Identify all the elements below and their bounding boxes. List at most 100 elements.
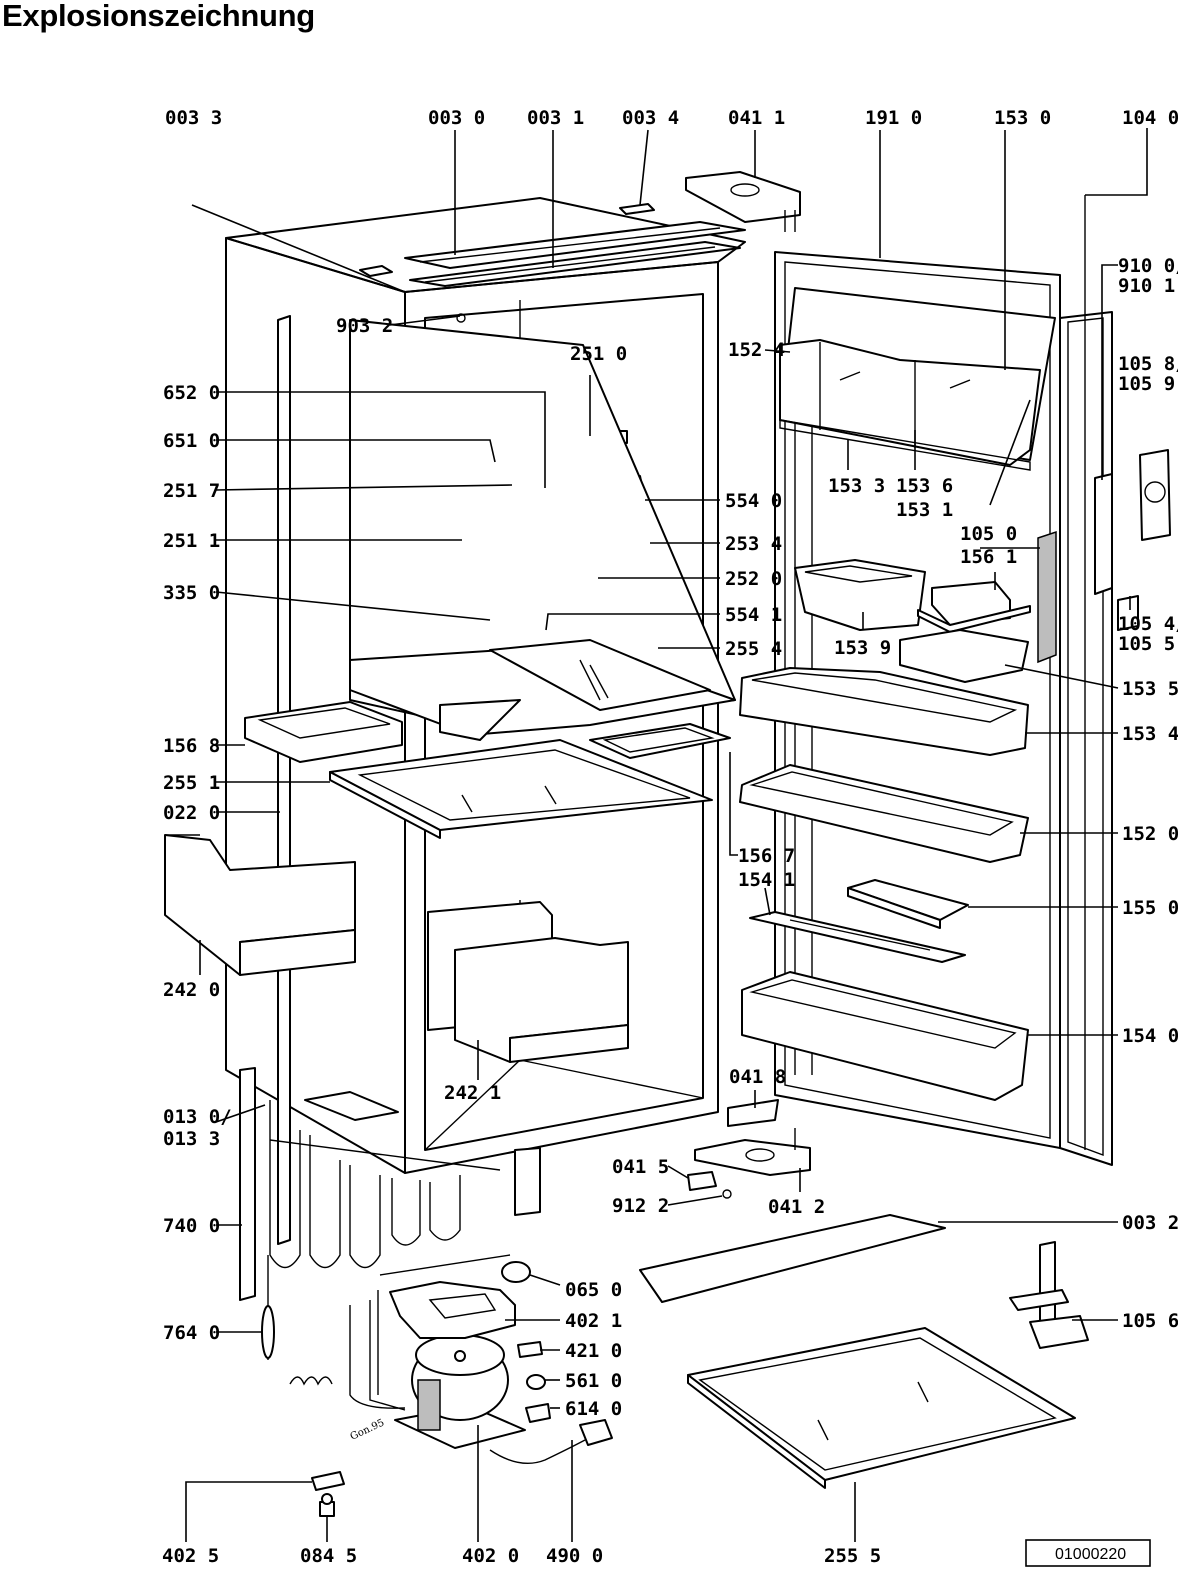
label-1550: 155 0 <box>1122 897 1178 919</box>
crisper-242-0 <box>164 834 356 976</box>
label-1050: 105 0 <box>960 523 1017 545</box>
compressor-402-0 <box>394 1334 526 1449</box>
label-2534: 253 4 <box>725 533 782 555</box>
label-6520: 652 0 <box>163 382 220 404</box>
label-4025: 402 5 <box>162 1545 219 1567</box>
label-6140: 614 0 <box>565 1398 622 1420</box>
label-0220: 022 0 <box>163 802 220 824</box>
label-1056: 105 6 <box>1122 1310 1178 1332</box>
label-2420: 242 0 <box>163 979 220 1001</box>
label-4210: 421 0 <box>565 1340 622 1362</box>
label-9101: 910 1 <box>1118 275 1175 297</box>
box-153-9 <box>794 559 926 631</box>
bar-154-1 <box>749 911 966 963</box>
tubes <box>349 1254 511 1411</box>
bottom-hinge <box>687 1099 811 1199</box>
label-1531: 153 1 <box>896 499 953 521</box>
label-0650: 065 0 <box>565 1279 622 1301</box>
label-1910: 191 0 <box>865 107 922 129</box>
box-153-5 <box>899 629 1029 683</box>
label-1520: 152 0 <box>1122 823 1178 845</box>
label-1530: 153 0 <box>994 107 1051 129</box>
rear-strip <box>277 315 291 1245</box>
label-1536: 153 6 <box>896 475 953 497</box>
label-4020: 402 0 <box>462 1545 519 1567</box>
label-0130: 013 0/ <box>163 1106 232 1128</box>
document-number-box: 01000220 <box>1025 1539 1151 1567</box>
top-hinge <box>685 171 801 232</box>
label-1540: 154 0 <box>1122 1025 1178 1047</box>
door-shelf-153-4 <box>739 667 1029 756</box>
page-title: Explosionszeichnung <box>2 0 315 33</box>
label-0034: 003 4 <box>622 107 679 129</box>
document-number: 01000220 <box>1055 1546 1126 1563</box>
label-1541: 154 1 <box>738 869 795 891</box>
probe-764-0 <box>261 1255 333 1386</box>
label-0412: 041 2 <box>768 1196 825 1218</box>
label-2555: 255 5 <box>824 1545 881 1567</box>
label-1568: 156 8 <box>163 735 220 757</box>
label-2511: 251 1 <box>163 530 220 552</box>
parts-402-5-084-5 <box>311 1471 345 1517</box>
label-0033: 003 3 <box>165 107 222 129</box>
bracket-402-1 <box>389 1281 516 1339</box>
label-1524: 152 4 <box>728 339 785 361</box>
label-1059: 105 9 <box>1118 373 1175 395</box>
bracket-105-6 <box>1009 1241 1089 1349</box>
label-7640: 764 0 <box>163 1322 220 1344</box>
label-4900: 490 0 <box>546 1545 603 1567</box>
signature: Gon.95 <box>349 1417 387 1442</box>
tray-156-7 <box>589 723 731 759</box>
label-1058: 105 8/ <box>1118 353 1178 375</box>
label-1539: 153 9 <box>834 637 891 659</box>
label-0032: 003 2 <box>1122 1212 1178 1234</box>
label-1054: 105 4/ <box>1118 613 1178 635</box>
power-cable-490-0 <box>489 1419 613 1464</box>
door-compartment-153-0 <box>779 287 1056 471</box>
egg-tray-155-0 <box>847 879 969 929</box>
label-3350: 335 0 <box>163 582 220 604</box>
label-2554: 255 4 <box>725 638 782 660</box>
label-6510: 651 0 <box>163 430 220 452</box>
label-9122: 912 2 <box>612 1195 669 1217</box>
label-1535: 153 5 <box>1122 678 1178 700</box>
kick-plate-003-2 <box>639 1214 946 1303</box>
condenser <box>239 1067 541 1301</box>
label-0415: 041 5 <box>612 1156 669 1178</box>
label-0418: 041 8 <box>729 1066 786 1088</box>
label-9032: 903 2 <box>336 315 393 337</box>
top-cover-strips <box>404 203 746 287</box>
part-065-0 <box>501 1261 531 1283</box>
hinge-mechanism-910 <box>1094 473 1113 595</box>
label-0030: 003 0 <box>428 107 485 129</box>
label-2551: 255 1 <box>163 772 220 794</box>
door-shelf-152-0 <box>739 764 1029 863</box>
label-2520: 252 0 <box>725 568 782 590</box>
glass-shelf-255-1 <box>329 739 713 839</box>
part-labels: 003 3 003 0 003 1 003 4 041 1 191 0 153 … <box>162 107 1178 1567</box>
label-5540: 554 0 <box>725 490 782 512</box>
label-9100: 910 0/ <box>1118 255 1178 277</box>
label-0845: 084 5 <box>300 1545 357 1567</box>
door-shelf-154-0 <box>741 971 1029 1101</box>
label-7400: 740 0 <box>163 1215 220 1237</box>
label-1040: 104 0 <box>1122 107 1178 129</box>
label-1561: 156 1 <box>960 546 1017 568</box>
butter-156-1 <box>917 581 1031 633</box>
small-parts-compressor <box>517 1341 551 1423</box>
label-5610: 561 0 <box>565 1370 622 1392</box>
small-tray-156-8 <box>244 701 403 763</box>
latch-105-8 <box>1139 449 1171 541</box>
label-2421: 242 1 <box>444 1082 501 1104</box>
label-2510: 251 0 <box>570 343 627 365</box>
upper-shelf <box>349 639 736 741</box>
label-0031: 003 1 <box>527 107 584 129</box>
label-4021: 402 1 <box>565 1310 622 1332</box>
leader-lines <box>185 128 1148 1542</box>
label-0411: 041 1 <box>728 107 785 129</box>
label-2517: 251 7 <box>163 480 220 502</box>
latch-105-4 <box>1117 595 1139 631</box>
crisper-242-1 <box>427 901 629 1063</box>
label-1533: 153 3 <box>828 475 885 497</box>
